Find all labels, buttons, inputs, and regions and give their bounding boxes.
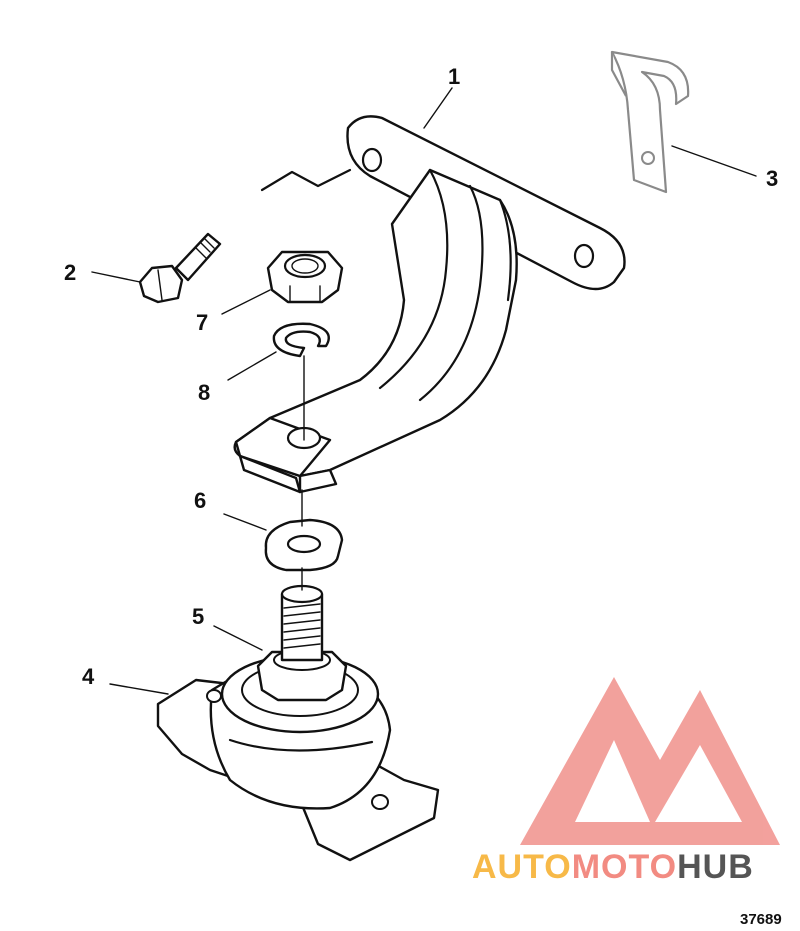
part-1-mount-bracket xyxy=(233,115,626,494)
callout-1: 1 xyxy=(448,64,460,89)
callout-6: 6 xyxy=(194,488,206,513)
watermark-wordmark: AUTOMOTOHUB xyxy=(472,848,754,886)
part-3-clip xyxy=(610,50,690,194)
callout-2: 2 xyxy=(64,260,76,285)
callout-3: 3 xyxy=(766,166,778,191)
figure-number: 37689 xyxy=(740,911,782,928)
callout-7: 7 xyxy=(196,310,208,335)
part-2-bolt xyxy=(138,232,222,304)
callout-5: 5 xyxy=(192,604,204,629)
part-7-nut xyxy=(266,250,344,304)
callout-4: 4 xyxy=(82,664,95,689)
watermark-moto: MOTO xyxy=(572,848,677,886)
part-5-stud-nut xyxy=(256,584,348,702)
watermark-auto: AUTO xyxy=(472,848,572,886)
callout-8: 8 xyxy=(198,380,210,405)
part-6-washer xyxy=(264,518,344,572)
watermark-hub: HUB xyxy=(677,848,754,886)
leader-lines xyxy=(91,87,757,695)
watermark-logo-icon xyxy=(520,677,780,845)
part-8-lock-washer xyxy=(272,322,330,358)
